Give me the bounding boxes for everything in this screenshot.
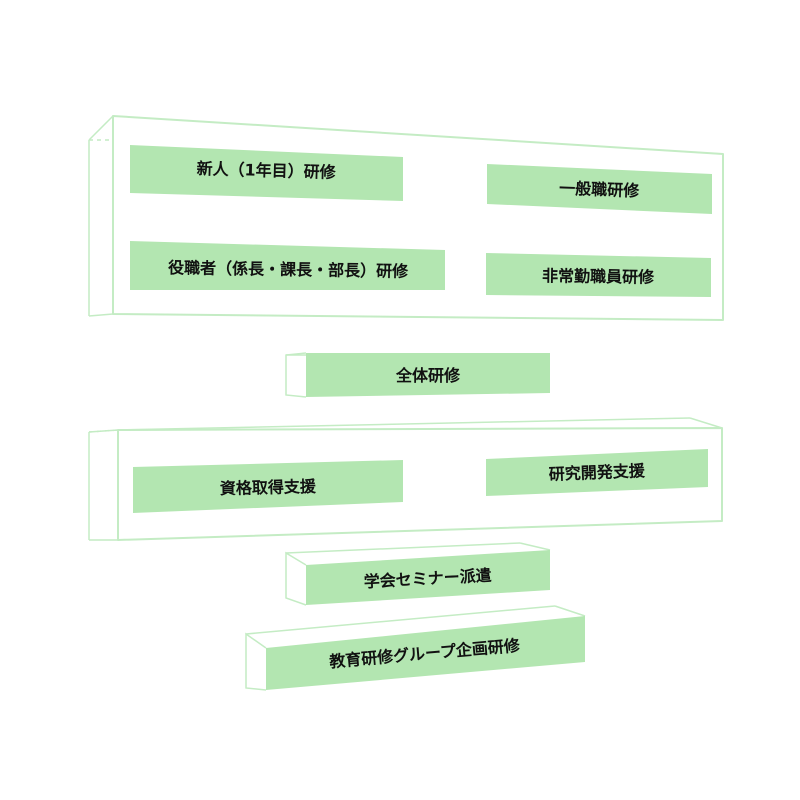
all-staff-training-box: 全体研修 xyxy=(306,353,550,397)
research-support-label: 研究開発支援 xyxy=(548,461,646,484)
education-group-frame xyxy=(245,605,586,691)
qualification-support-box: 資格取得支援 xyxy=(133,460,403,513)
general-staff-training-label: 一般職研修 xyxy=(559,179,641,201)
managers-training-box: 役職者（係長・課長・部長）研修 xyxy=(130,241,445,290)
staff-training-frame xyxy=(88,115,724,321)
conference-dispatch-box: 学会セミナー派遣 xyxy=(306,550,550,605)
all-staff-training-label: 全体研修 xyxy=(395,366,461,385)
support-frame xyxy=(88,417,723,541)
part-time-training-box: 非常勤職員研修 xyxy=(486,253,711,297)
education-group-training-box: 教育研修グループ企画研修 xyxy=(266,616,585,690)
all-staff-training-frame xyxy=(285,352,307,398)
new-hire-training-label: 新人（1年目）研修 xyxy=(196,159,337,182)
qualification-support-label: 資格取得支援 xyxy=(220,477,317,498)
new-hire-training-box: 新人（1年目）研修 xyxy=(130,145,403,201)
general-staff-training-box: 一般職研修 xyxy=(487,164,712,214)
conference-dispatch-frame xyxy=(285,542,551,606)
part-time-training-label: 非常勤職員研修 xyxy=(542,266,655,287)
research-support-box: 研究開発支援 xyxy=(486,449,708,496)
managers-training-label: 役職者（係長・課長・部長）研修 xyxy=(168,258,409,281)
